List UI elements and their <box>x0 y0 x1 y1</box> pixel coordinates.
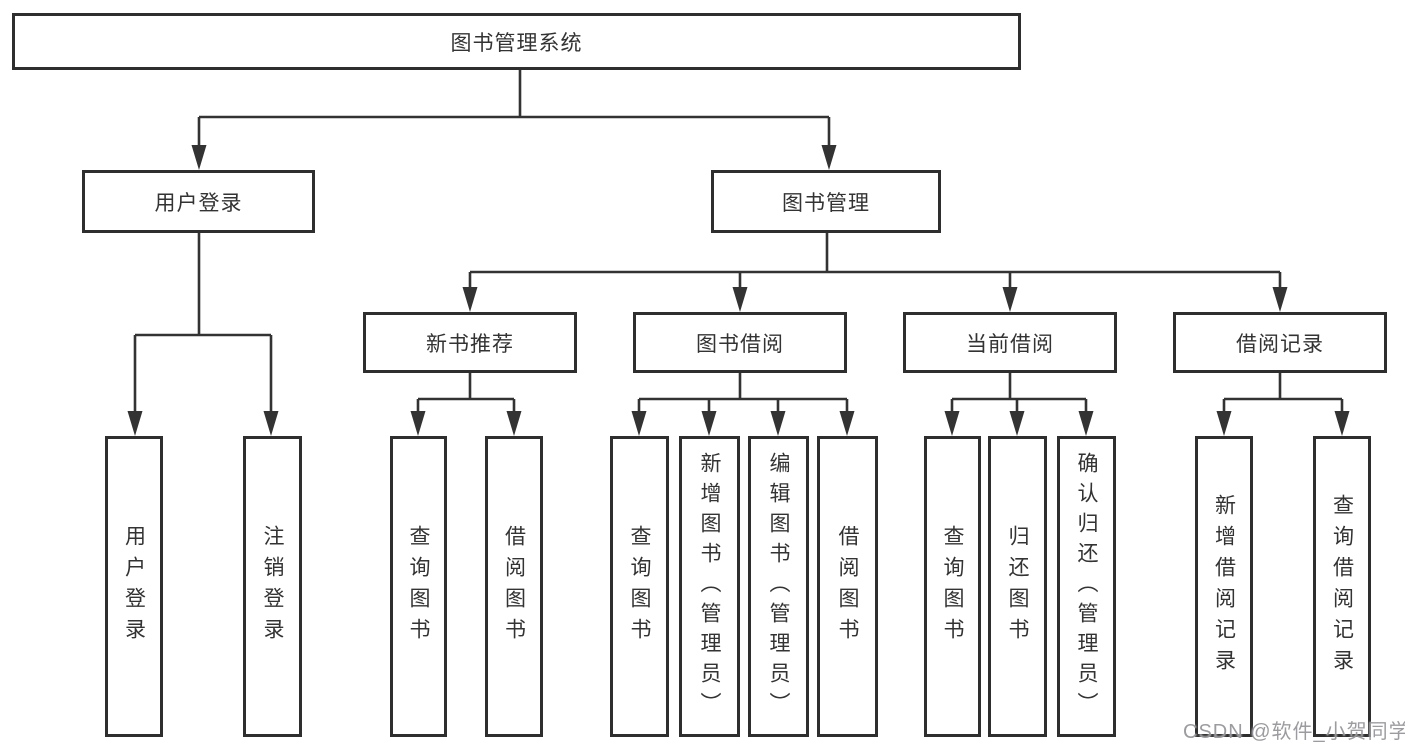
node-borrowing-records: 借阅记录 <box>1173 312 1387 373</box>
leaf-user-login: 用户登录 <box>105 436 163 737</box>
leaf-borrowing-add-books-admin: 新增图书（管理员） <box>679 436 740 737</box>
leaf-borrowing-query-books: 查询图书 <box>610 436 669 737</box>
leaf-logout: 注销登录 <box>243 436 302 737</box>
node-library-management-system: 图书管理系统 <box>12 13 1021 70</box>
node-book-management: 图书管理 <box>711 170 941 233</box>
leaf-current-return-books: 归还图书 <box>988 436 1047 737</box>
leaf-current-query-books: 查询图书 <box>924 436 981 737</box>
leaf-borrowing-borrow-books: 借阅图书 <box>817 436 878 737</box>
leaf-current-confirm-return-admin: 确认归还（管理员） <box>1057 436 1116 737</box>
node-book-borrowing: 图书借阅 <box>633 312 847 373</box>
node-current-borrowing: 当前借阅 <box>903 312 1117 373</box>
csdn-watermark: CSDN @软件_小贺同学 <box>1183 721 1405 743</box>
leaf-records-query-borrow-record: 查询借阅记录 <box>1313 436 1371 737</box>
leaf-records-add-borrow-record: 新增借阅记录 <box>1195 436 1253 737</box>
leaf-borrowing-edit-books-admin: 编辑图书（管理员） <box>748 436 809 737</box>
node-user-login: 用户登录 <box>82 170 315 233</box>
leaf-recommend-borrow-books: 借阅图书 <box>485 436 543 737</box>
node-new-book-recommendation: 新书推荐 <box>363 312 577 373</box>
leaf-recommend-query-books: 查询图书 <box>390 436 447 737</box>
